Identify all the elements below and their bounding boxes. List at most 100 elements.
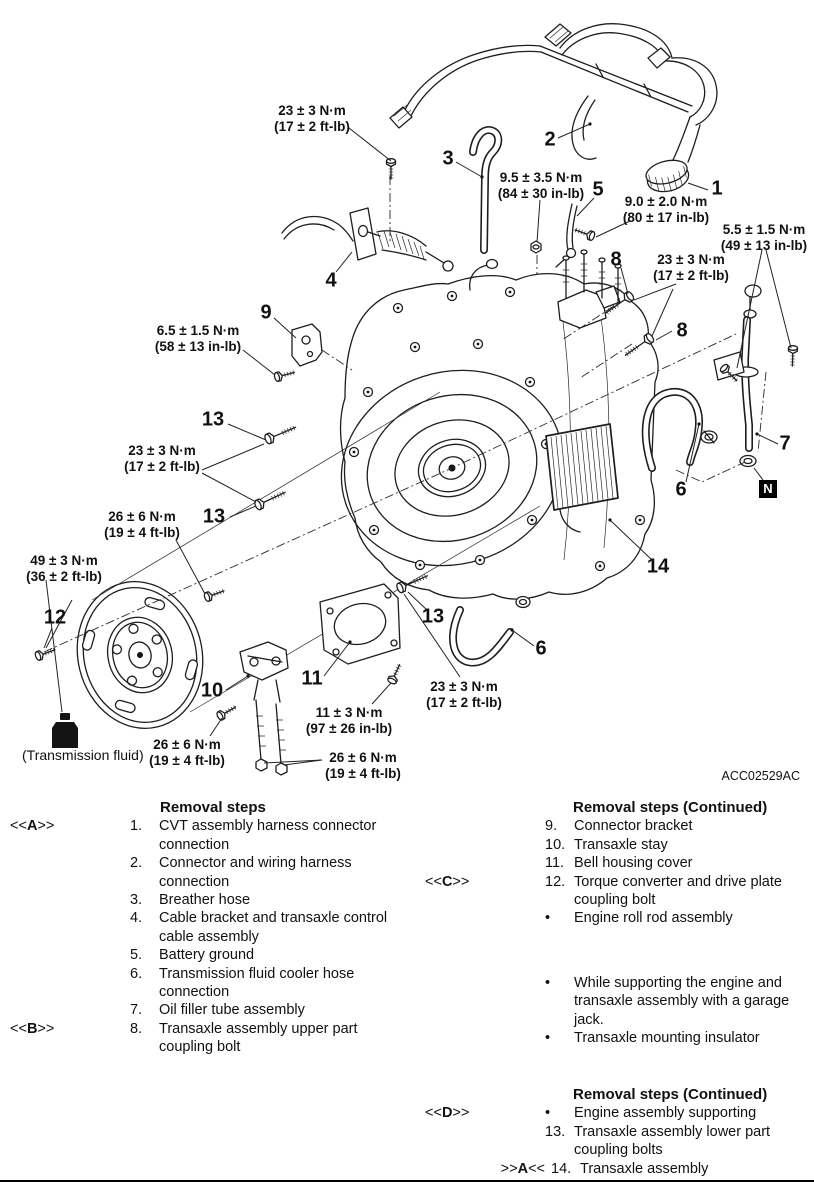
step-row: 10. Transaxle stay bbox=[425, 836, 814, 854]
cooler-hose-lower bbox=[449, 595, 531, 667]
part-callout-12: 12 bbox=[43, 606, 67, 629]
step-row: >>A<< 14. Transaxle assembly bbox=[425, 1160, 814, 1178]
breather-hose bbox=[469, 126, 503, 254]
case-bolt-bosses bbox=[348, 286, 646, 572]
torque-spec-label: 49 ± 3 N·m(36 ± 2 ft-lb) bbox=[26, 553, 102, 584]
step-marker: <<C>> bbox=[425, 873, 470, 890]
part-callout-13: 13 bbox=[421, 605, 445, 628]
step-row: <<C>>12.Torque converter and drive plate… bbox=[425, 873, 814, 910]
torque-spec-label: 26 ± 6 N·m(19 ± 4 ft-lb) bbox=[325, 750, 401, 781]
step-row: •Engine roll rod assembly bbox=[425, 909, 814, 927]
step-number: 13. bbox=[545, 1123, 566, 1140]
part-callout-13: 13 bbox=[201, 408, 225, 431]
new-part-badge: N bbox=[759, 480, 777, 498]
torque-spec-label: 9.0 ± 2.0 N·m(80 ± 17 in-lb) bbox=[622, 194, 710, 225]
harness-bracket-bolt bbox=[385, 158, 397, 180]
step-row: 9. Connector bracket bbox=[425, 817, 814, 835]
step-text: Transaxle assembly bbox=[580, 1160, 709, 1177]
figure-code: ACC02529AC bbox=[721, 769, 800, 783]
step-text: Connector bracket bbox=[574, 818, 693, 835]
part-callout-9: 9 bbox=[260, 301, 272, 324]
step-number: 1. bbox=[130, 818, 143, 835]
fluid-cooler bbox=[545, 423, 619, 533]
step-text: Transmission fluid cooler hose connectio… bbox=[159, 965, 355, 1001]
transaxle-exploded-diagram bbox=[33, 23, 799, 776]
removal-steps-left: Removal steps <<A>>1.CVT assembly harnes… bbox=[10, 799, 414, 1057]
step-number: 3. bbox=[130, 892, 143, 909]
part-callout-7: 7 bbox=[779, 432, 791, 455]
step-text: Transaxle assembly lower part coupling b… bbox=[574, 1123, 771, 1159]
torque-spec-label: 9.5 ± 3.5 N·m(84 ± 30 in-lb) bbox=[497, 170, 585, 201]
oil-filler-tube bbox=[713, 284, 767, 468]
step-text: Connector and wiring harness connection bbox=[159, 855, 352, 890]
cooler-hose-upper bbox=[641, 388, 746, 483]
part-callout-10: 10 bbox=[200, 679, 224, 702]
step-bullet: • bbox=[545, 974, 551, 991]
page-bottom-rule bbox=[0, 1180, 814, 1182]
leader-lines bbox=[43, 122, 792, 766]
ground-bolt bbox=[572, 224, 597, 242]
torque-spec-label: 26 ± 6 N·m(19 ± 4 ft-lb) bbox=[149, 737, 225, 768]
step-text: While supporting the engine and transaxl… bbox=[574, 974, 790, 1028]
step-row: <<B>>8.Transaxle assembly upper part cou… bbox=[10, 1020, 414, 1057]
torque-spec-label: 11 ± 3 N·m(97 ± 26 in-lb) bbox=[305, 705, 393, 736]
part-callout-1: 1 bbox=[711, 177, 723, 200]
control-cable-assembly bbox=[281, 176, 454, 272]
filler-tube-oring bbox=[739, 454, 757, 468]
part-callout-3: 3 bbox=[442, 147, 454, 170]
step-text: Transaxle stay bbox=[574, 836, 668, 853]
step-number: 9. bbox=[545, 818, 558, 835]
removal-steps-right-top: Removal steps (Continued) 9. Connector br… bbox=[425, 799, 814, 1047]
step-number: 10. bbox=[545, 836, 566, 853]
step-row: 4. Cable bracket and transaxle control ca… bbox=[10, 909, 414, 946]
torque-spec-label: 23 ± 3 N·m(17 ± 2 ft-lb) bbox=[274, 103, 350, 134]
step-number: 12. bbox=[545, 873, 566, 890]
step-row: 5.Battery ground bbox=[10, 946, 414, 964]
step-row: • Transaxle mounting insulator bbox=[425, 1029, 814, 1047]
part-callout-2: 2 bbox=[544, 128, 556, 151]
removal-steps-continued-heading-2: Removal steps (Continued) bbox=[573, 1086, 768, 1103]
transmission-fluid-caption: (Transmission fluid) bbox=[22, 747, 144, 763]
step-row: • While supporting the engine and transax… bbox=[425, 974, 814, 1029]
transmission-fluid-icon bbox=[52, 713, 78, 748]
part-callout-6: 6 bbox=[675, 478, 687, 501]
step-number: 4. bbox=[130, 910, 143, 927]
step-marker: >>A<< bbox=[500, 1160, 545, 1177]
removal-steps-continued-heading: Removal steps (Continued) bbox=[573, 799, 768, 816]
breather-nut bbox=[530, 240, 542, 254]
step-row: 7. Oil filler tube assembly bbox=[10, 1001, 414, 1019]
step-text: Oil filler tube assembly bbox=[159, 1002, 305, 1019]
torque-spec-label: 26 ± 6 N·m(19 ± 4 ft-lb) bbox=[104, 509, 180, 540]
step-row: 6. Transmission fluid cooler hose connect… bbox=[10, 965, 414, 1002]
torque-spec-label: 6.5 ± 1.5 N·m(58 ± 13 in-lb) bbox=[154, 323, 242, 354]
step-text: Transaxle mounting insulator bbox=[574, 1030, 760, 1047]
bracket-bolt bbox=[272, 367, 297, 383]
step-text: Bell housing cover bbox=[574, 855, 693, 872]
step-number: 7. bbox=[130, 1002, 143, 1019]
bell-housing-cover bbox=[319, 583, 401, 665]
transaxle-body bbox=[339, 249, 659, 600]
step-row: 11.Bell housing cover bbox=[425, 854, 814, 872]
step-bullet: • bbox=[545, 1030, 551, 1047]
step-row: 13. Transaxle assembly lower part couplin… bbox=[425, 1123, 814, 1160]
part-callout-8: 8 bbox=[676, 319, 688, 342]
step-text: Cable bracket and transaxle control cabl… bbox=[159, 910, 388, 945]
torque-spec-label: 5.5 ± 1.5 N·m(49 ± 13 in-lb) bbox=[720, 222, 808, 253]
part-callout-14: 14 bbox=[646, 555, 670, 578]
step-marker: <<D>> bbox=[425, 1105, 470, 1122]
lower-coupling-bolt-2 bbox=[252, 487, 288, 512]
transaxle-stay bbox=[239, 641, 289, 776]
step-number: 2. bbox=[130, 855, 143, 872]
step-number: 14. bbox=[551, 1160, 572, 1177]
step-text: Engine roll rod assembly bbox=[574, 910, 733, 927]
part-callout-4: 4 bbox=[325, 269, 337, 292]
step-number: 5. bbox=[130, 947, 143, 964]
tube-upper-bolt bbox=[787, 344, 799, 367]
cover-bolt bbox=[386, 662, 405, 686]
cvt-harness-connector bbox=[645, 159, 690, 193]
removal-steps-heading: Removal steps bbox=[160, 799, 266, 816]
part-callout-13: 13 bbox=[202, 505, 226, 528]
step-row: 3.Breather hose bbox=[10, 891, 414, 909]
step-number: 6. bbox=[130, 965, 143, 982]
step-marker: <<B>> bbox=[10, 1020, 55, 1037]
